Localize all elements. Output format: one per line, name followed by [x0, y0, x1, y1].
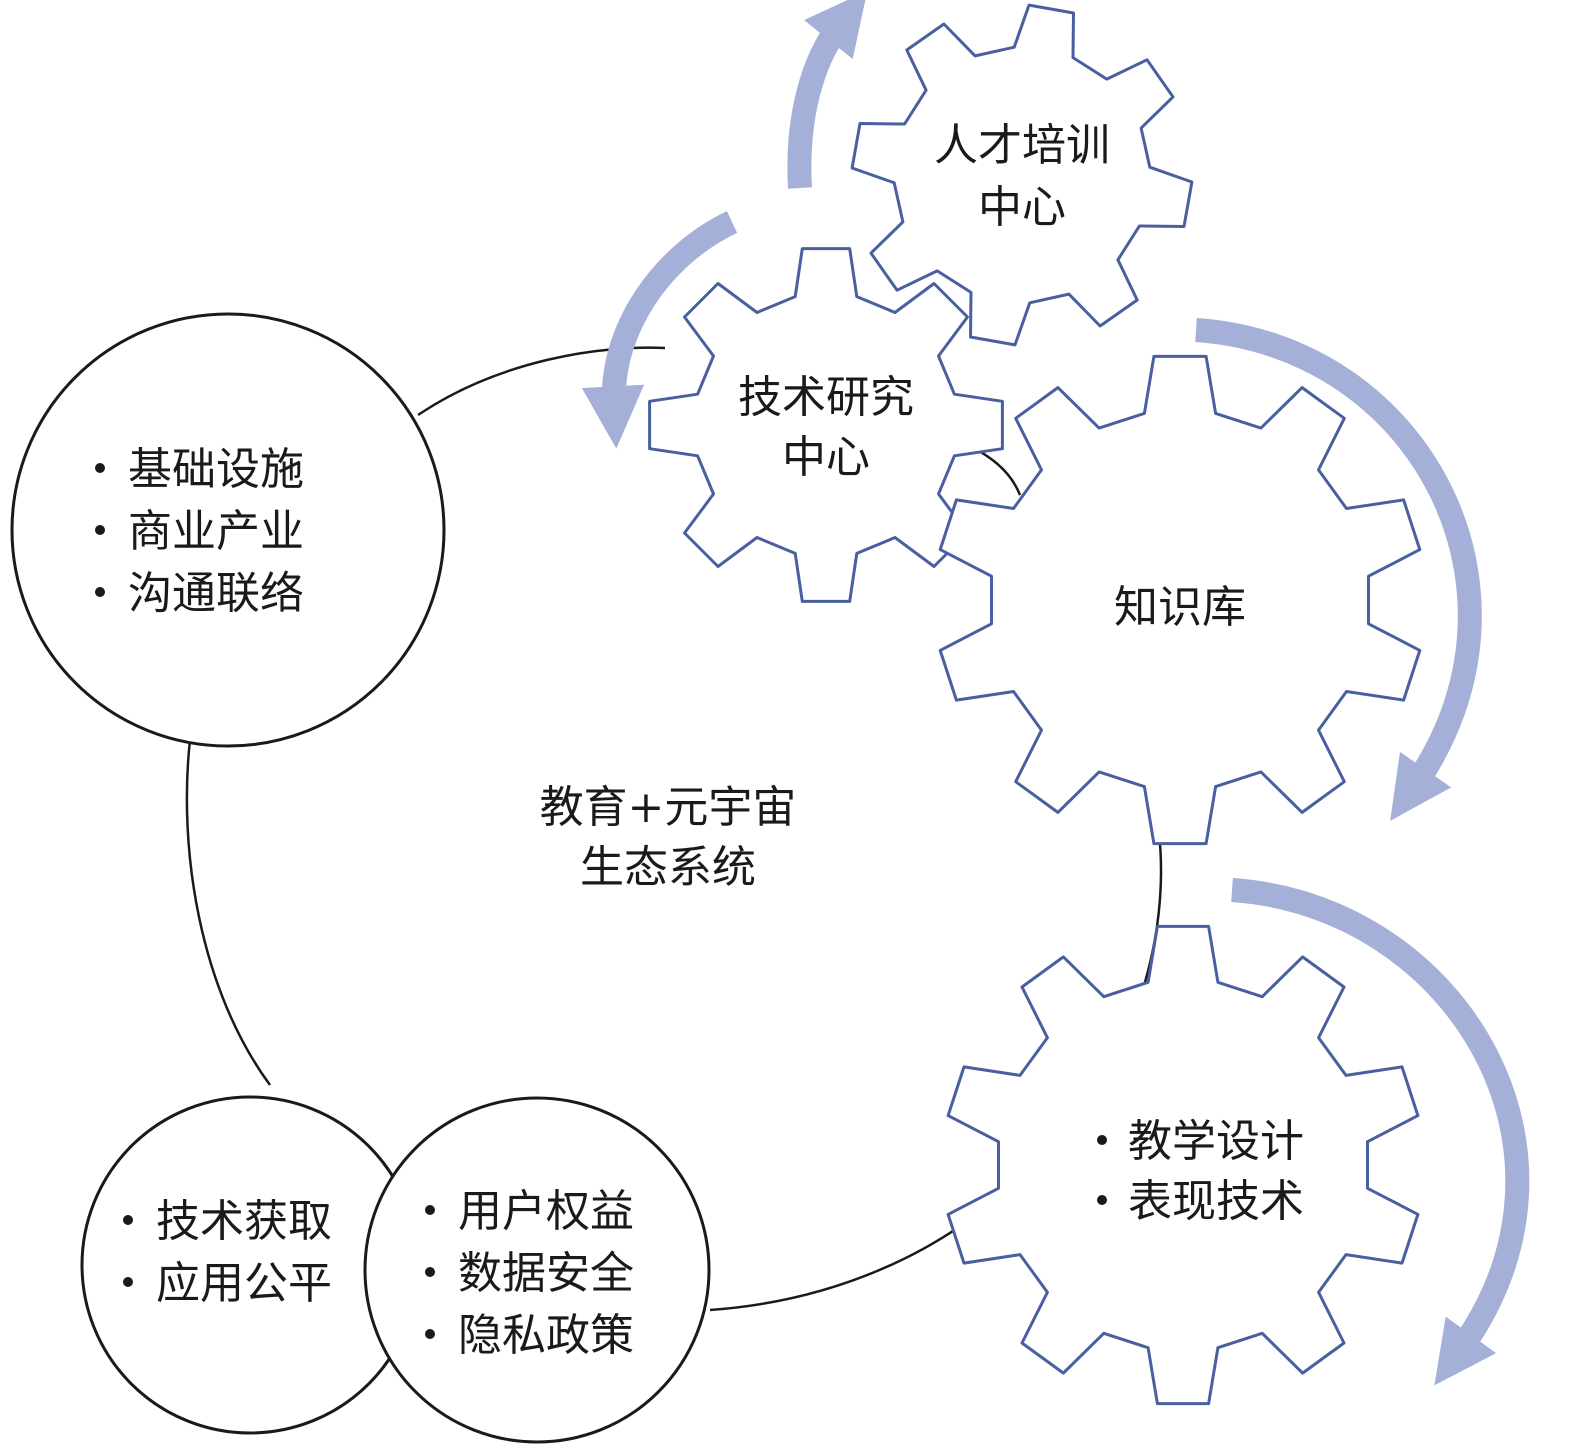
list-item: 表现技术	[1128, 1176, 1304, 1227]
bullet	[95, 463, 105, 473]
circle-infrastructure	[10, 312, 446, 748]
arrow-knowledge	[1195, 318, 1482, 821]
bullet	[425, 1267, 435, 1277]
ecosystem-ring-top	[417, 346, 666, 417]
equity-list: 技术获取 应用公平	[123, 1196, 332, 1309]
talent-label-line1: 人才培训	[934, 120, 1110, 171]
teaching-list: 教学设计 表现技术	[1097, 1116, 1304, 1227]
bullet	[1097, 1135, 1107, 1145]
arrow-teaching	[1231, 878, 1530, 1386]
privacy-list: 用户权益 数据安全 隐私政策	[425, 1186, 634, 1361]
research-label-line2: 中心	[782, 432, 870, 483]
talent-label-line2: 中心	[978, 182, 1066, 233]
gear-knowledge-base	[938, 354, 1422, 846]
center-title-line1: 教育+元宇宙	[540, 782, 797, 833]
flow-arrows	[581, 0, 1530, 1386]
bullet	[95, 525, 105, 535]
list-item: 教学设计	[1128, 1116, 1304, 1167]
bullet	[123, 1215, 133, 1225]
list-item: 隐私政策	[458, 1310, 634, 1361]
list-item: 用户权益	[458, 1186, 634, 1237]
bullet	[95, 587, 105, 597]
knowledge-label: 知识库	[1114, 582, 1246, 633]
arrow-talent-to-research	[581, 211, 738, 449]
gear-talent-training	[850, 3, 1194, 347]
gear-teaching-design	[946, 924, 1420, 1406]
gear-tech-research	[648, 247, 1004, 603]
infrastructure-list: 基础设施 商业产业 沟通联络	[95, 444, 304, 619]
circle-privacy	[363, 1096, 711, 1444]
bullet	[123, 1277, 133, 1287]
list-item: 沟通联络	[128, 568, 304, 619]
bullet	[425, 1329, 435, 1339]
arrow-research-to-talent	[787, 0, 868, 189]
list-item: 商业产业	[128, 506, 304, 557]
bullet	[1097, 1195, 1107, 1205]
research-label-line1: 技术研究	[738, 372, 914, 423]
list-item: 基础设施	[128, 444, 304, 495]
center-title-line2: 生态系统	[580, 842, 756, 893]
ecosystem-ring-left	[185, 739, 272, 1086]
list-item: 技术获取	[156, 1196, 332, 1247]
list-item: 数据安全	[458, 1248, 634, 1299]
bullet	[425, 1205, 435, 1215]
list-item: 应用公平	[156, 1258, 332, 1309]
